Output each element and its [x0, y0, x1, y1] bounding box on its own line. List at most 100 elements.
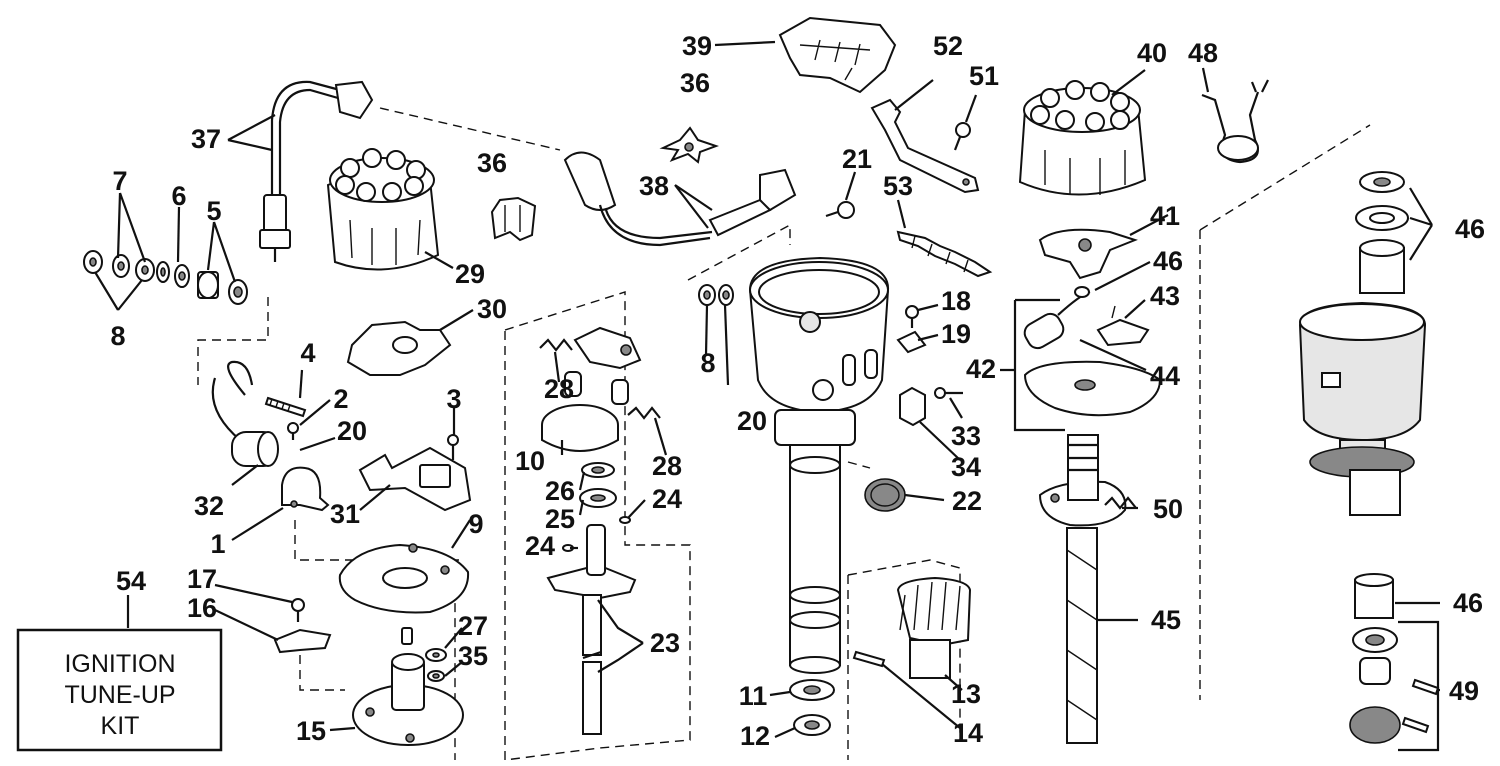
rotor-41	[1038, 228, 1138, 280]
block-34	[899, 386, 926, 427]
callout-5: 5	[206, 196, 221, 226]
distributor-cap-40	[1018, 80, 1147, 196]
washers-8-20	[698, 284, 734, 306]
callout-46-bottom: 46	[1453, 588, 1483, 618]
callout-7: 7	[112, 166, 127, 196]
contact-set-43	[1096, 305, 1150, 347]
callout-27: 27	[458, 611, 488, 641]
washers-11-12	[789, 679, 835, 736]
callout-6: 6	[171, 181, 186, 211]
callout-38: 38	[639, 171, 669, 201]
callout-8-left: 8	[110, 321, 125, 351]
gear-13	[896, 576, 972, 679]
callout-39: 39	[682, 31, 712, 61]
base-plate-15	[352, 627, 464, 746]
callout-32: 32	[194, 491, 224, 521]
clip-16	[273, 628, 332, 654]
points-31	[358, 446, 472, 512]
callout-45: 45	[1151, 605, 1181, 635]
callout-46-top: 46	[1455, 214, 1485, 244]
condenser-32	[211, 360, 279, 467]
washers-27-35	[425, 648, 447, 682]
shaft-45	[1066, 434, 1099, 744]
callout-43: 43	[1150, 281, 1180, 311]
lead-wire-37	[259, 80, 374, 262]
callout-54: 54	[116, 566, 146, 596]
coil-wire-38	[563, 151, 797, 247]
clip-19	[896, 330, 927, 354]
callout-46-mid: 46	[1153, 246, 1183, 276]
callout-51: 51	[969, 61, 999, 91]
callout-16: 16	[187, 593, 217, 623]
screw-33	[934, 387, 963, 399]
callout-24-right: 24	[652, 484, 682, 514]
callout-29: 29	[455, 259, 485, 289]
callout-53: 53	[883, 171, 913, 201]
callout-33: 33	[951, 421, 981, 451]
callout-49: 49	[1449, 676, 1479, 706]
leader-lines	[94, 40, 1440, 752]
weight-assembly	[539, 326, 661, 452]
callout-23: 23	[650, 628, 680, 658]
washers-left	[83, 250, 248, 305]
screw-2	[287, 422, 299, 440]
callout-15: 15	[296, 716, 326, 746]
screw-17	[291, 598, 305, 622]
callout-28-top: 28	[544, 374, 574, 404]
distributor-cap-29	[326, 148, 440, 271]
parts-49	[1349, 627, 1440, 744]
spider-36-mid	[490, 196, 537, 242]
callout-2: 2	[333, 384, 348, 414]
callout-20-left: 20	[337, 416, 367, 446]
callout-26: 26	[545, 476, 575, 506]
clamp-1	[281, 466, 330, 512]
breaker-plate-9	[338, 543, 470, 614]
distributor-housing	[748, 256, 890, 674]
shaft-23	[546, 524, 637, 735]
assembled-distributor	[1298, 301, 1427, 516]
callout-31: 31	[330, 499, 360, 529]
screw-4	[264, 396, 307, 418]
callout-8-mid: 8	[700, 348, 715, 378]
callout-1: 1	[210, 529, 225, 559]
clip-53	[896, 230, 993, 278]
kit-line-3: KIT	[101, 712, 140, 740]
callout-24-left: 24	[525, 531, 555, 561]
washers-26-25	[579, 462, 617, 508]
ring-46-mid	[1074, 286, 1090, 298]
callout-14: 14	[953, 718, 983, 748]
callout-21: 21	[842, 144, 872, 174]
callout-30: 30	[477, 294, 507, 324]
callout-labels: 39 36 52 51 40 48 37 36 38 21 53 41 46 4…	[110, 31, 1485, 751]
callout-28-bottom: 28	[652, 451, 682, 481]
callout-44: 44	[1150, 361, 1180, 391]
screw-3	[447, 434, 459, 460]
callout-41: 41	[1150, 201, 1180, 231]
spider-36-top	[659, 126, 719, 164]
callout-3: 3	[446, 384, 461, 414]
part-illustrations	[83, 16, 1440, 746]
terminal-block-39	[778, 16, 897, 94]
callout-48: 48	[1188, 38, 1218, 68]
callout-37: 37	[191, 124, 221, 154]
kit-line-1: IGNITION	[64, 650, 175, 678]
callout-25: 25	[545, 504, 575, 534]
callout-19: 19	[941, 319, 971, 349]
callout-17: 17	[187, 564, 217, 594]
breaker-plate-42	[1023, 290, 1162, 417]
callout-22: 22	[952, 486, 982, 516]
callout-20-mid: 20	[737, 406, 767, 436]
callout-36-mid: 36	[477, 148, 507, 178]
filter-22	[864, 478, 906, 512]
callout-40: 40	[1137, 38, 1167, 68]
callout-35: 35	[458, 641, 488, 671]
screw-51	[953, 122, 971, 151]
ignition-tune-up-kit-box: IGNITION TUNE-UP KIT	[16, 628, 223, 752]
pin-14	[852, 650, 886, 668]
callout-36-top: 36	[680, 68, 710, 98]
callout-4: 4	[300, 338, 315, 368]
kit-line-2: TUNE-UP	[64, 681, 175, 709]
callout-13: 13	[951, 679, 981, 709]
